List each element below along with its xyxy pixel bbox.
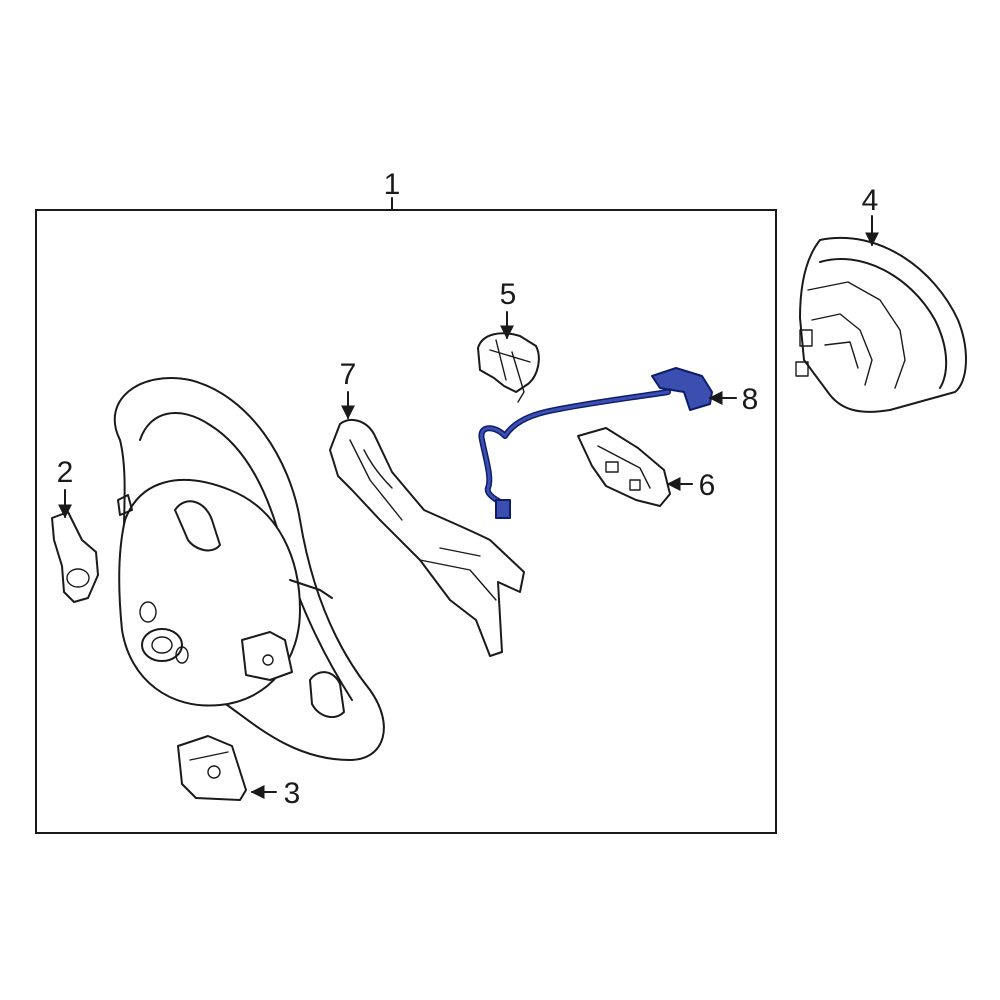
assembly-frame [35, 209, 777, 834]
callout-6: 6 [699, 469, 716, 502]
callout-1: 1 [384, 168, 401, 201]
callout-4: 4 [862, 184, 879, 217]
callout-3: 3 [284, 777, 301, 810]
callout-5: 5 [500, 278, 517, 311]
part-6-switch [577, 427, 671, 507]
callout-7: 7 [340, 358, 357, 391]
part-8-harness [478, 367, 713, 519]
steering-wheel [113, 377, 385, 761]
callout-8: 8 [742, 383, 759, 416]
part-5-cap [477, 332, 540, 403]
part-7-panel [329, 418, 525, 657]
part-3-bracket [177, 735, 247, 801]
part-4-airbag [795, 237, 967, 413]
callout-2: 2 [57, 456, 74, 489]
part-2-clip [51, 511, 99, 603]
